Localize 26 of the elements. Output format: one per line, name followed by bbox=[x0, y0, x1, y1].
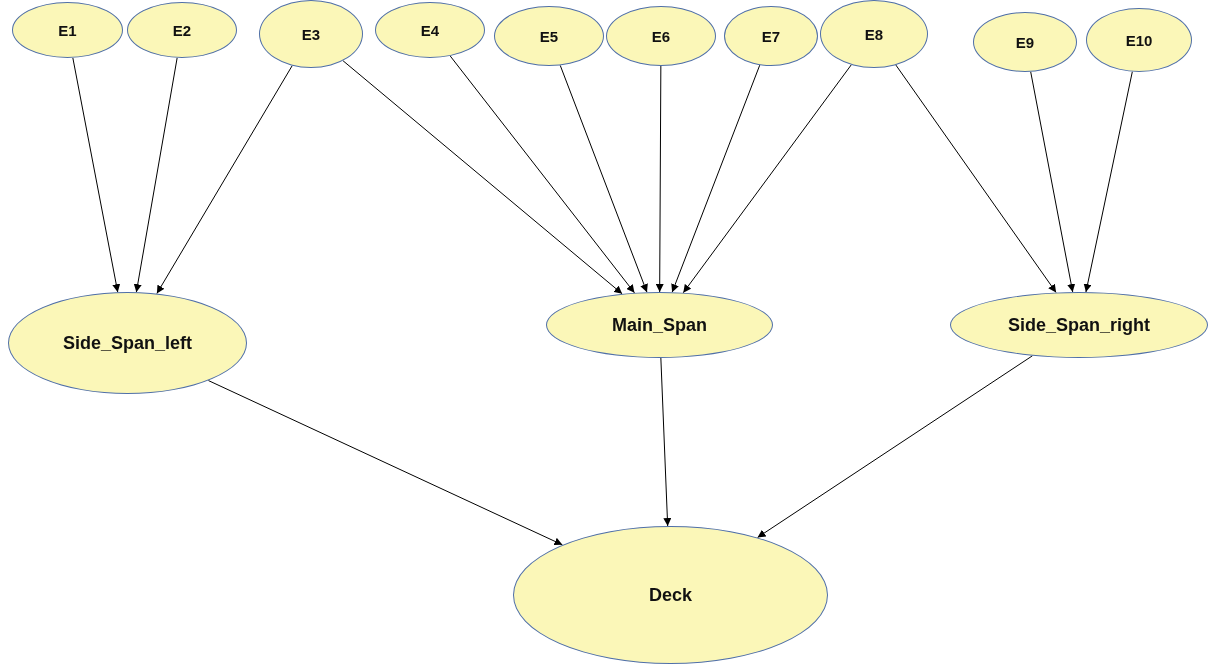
node-label: E7 bbox=[761, 27, 781, 45]
arrow bbox=[133, 57, 178, 293]
arrow bbox=[559, 64, 648, 293]
arrow bbox=[655, 65, 664, 293]
arrow bbox=[895, 64, 1057, 293]
arrow bbox=[757, 355, 1033, 538]
node-label: E10 bbox=[1125, 31, 1153, 49]
arrow bbox=[682, 64, 852, 294]
arrow bbox=[207, 380, 563, 546]
node-label: E6 bbox=[651, 27, 671, 45]
arrow bbox=[1030, 71, 1076, 293]
arrow bbox=[1083, 71, 1133, 293]
node-label: E3 bbox=[301, 25, 321, 43]
node-label: Main_Span bbox=[612, 314, 707, 336]
node-label: Side_Span_left bbox=[62, 332, 192, 354]
node-label: E2 bbox=[172, 21, 192, 39]
node-label: E8 bbox=[864, 25, 884, 43]
node-label: E4 bbox=[420, 21, 440, 39]
node-label: E5 bbox=[539, 27, 559, 45]
node-label: Deck bbox=[649, 584, 692, 606]
arrow bbox=[660, 357, 672, 527]
node-label: E1 bbox=[58, 21, 77, 39]
arrow bbox=[72, 57, 121, 293]
node-label: E9 bbox=[1015, 33, 1035, 51]
node-label: Side_Span_right bbox=[1008, 314, 1150, 336]
arrow bbox=[671, 64, 761, 293]
